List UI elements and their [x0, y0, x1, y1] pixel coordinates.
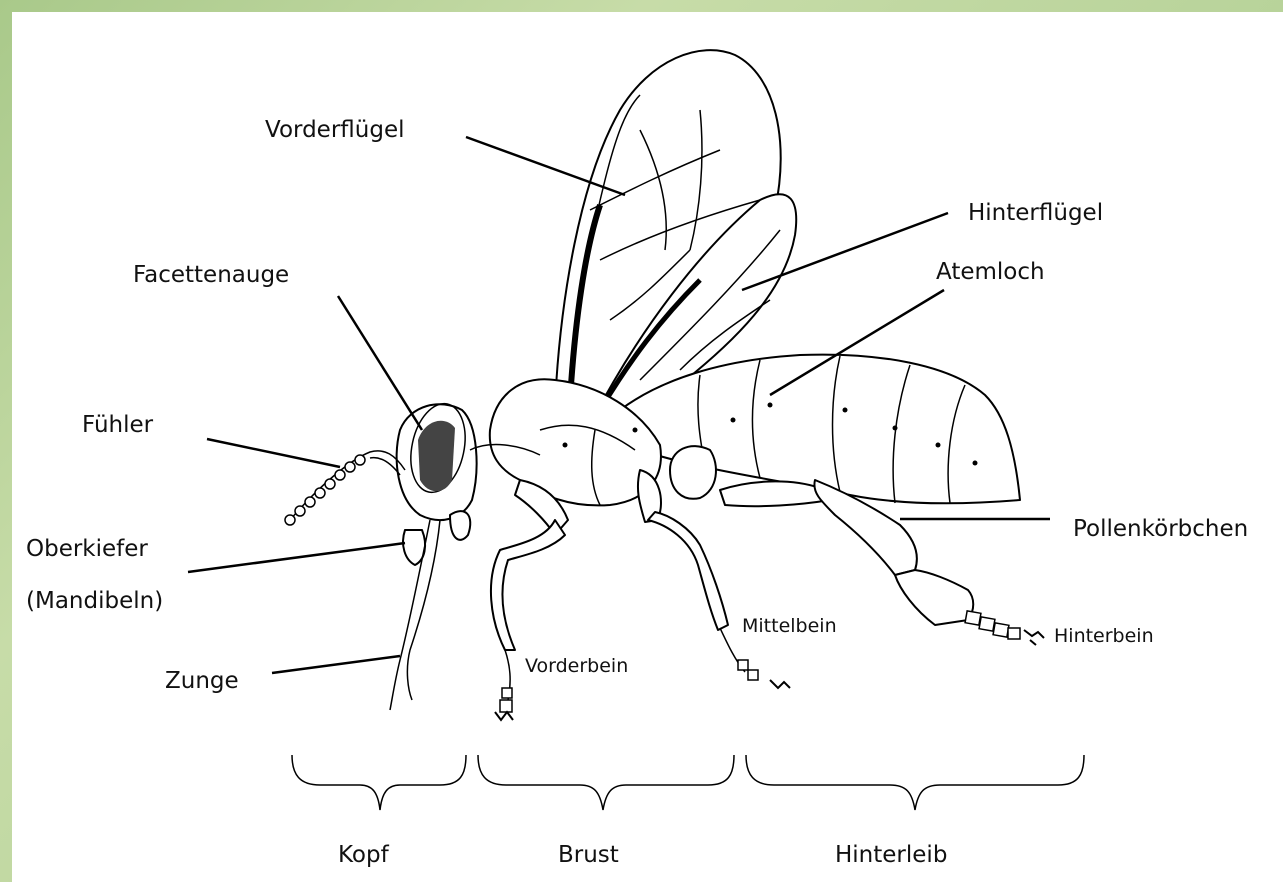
brace-kopf	[292, 755, 466, 810]
front-leg	[491, 480, 568, 720]
brace-hinterleib	[746, 755, 1084, 810]
label-hinterbein: Hinterbein	[1054, 625, 1154, 647]
antenna	[285, 451, 405, 525]
label-pollenkoerbchen: Pollenkörbchen	[1073, 516, 1248, 542]
section-hinterleib: Hinterleib	[835, 842, 947, 868]
mouthparts	[390, 511, 470, 710]
label-vorderbein: Vorderbein	[525, 655, 628, 677]
leader-fuehler	[207, 439, 340, 467]
label-vorderfluegel: Vorderflügel	[265, 117, 404, 143]
section-brust: Brust	[558, 842, 619, 868]
label-mittelbein: Mittelbein	[742, 615, 837, 637]
label-mandibeln: (Mandibeln)	[26, 588, 163, 614]
leader-facettenauge	[338, 296, 422, 430]
leader-oberkiefer	[188, 543, 405, 572]
leader-zunge	[272, 656, 400, 673]
label-zunge: Zunge	[165, 668, 239, 694]
label-atemloch: Atemloch	[936, 259, 1045, 285]
brace-brust	[478, 755, 734, 810]
label-hinterfluegel: Hinterflügel	[968, 200, 1103, 226]
label-facettenauge: Facettenauge	[133, 262, 289, 288]
label-oberkiefer: Oberkiefer	[26, 536, 148, 562]
label-fuehler: Fühler	[82, 412, 154, 438]
section-kopf: Kopf	[338, 842, 390, 868]
